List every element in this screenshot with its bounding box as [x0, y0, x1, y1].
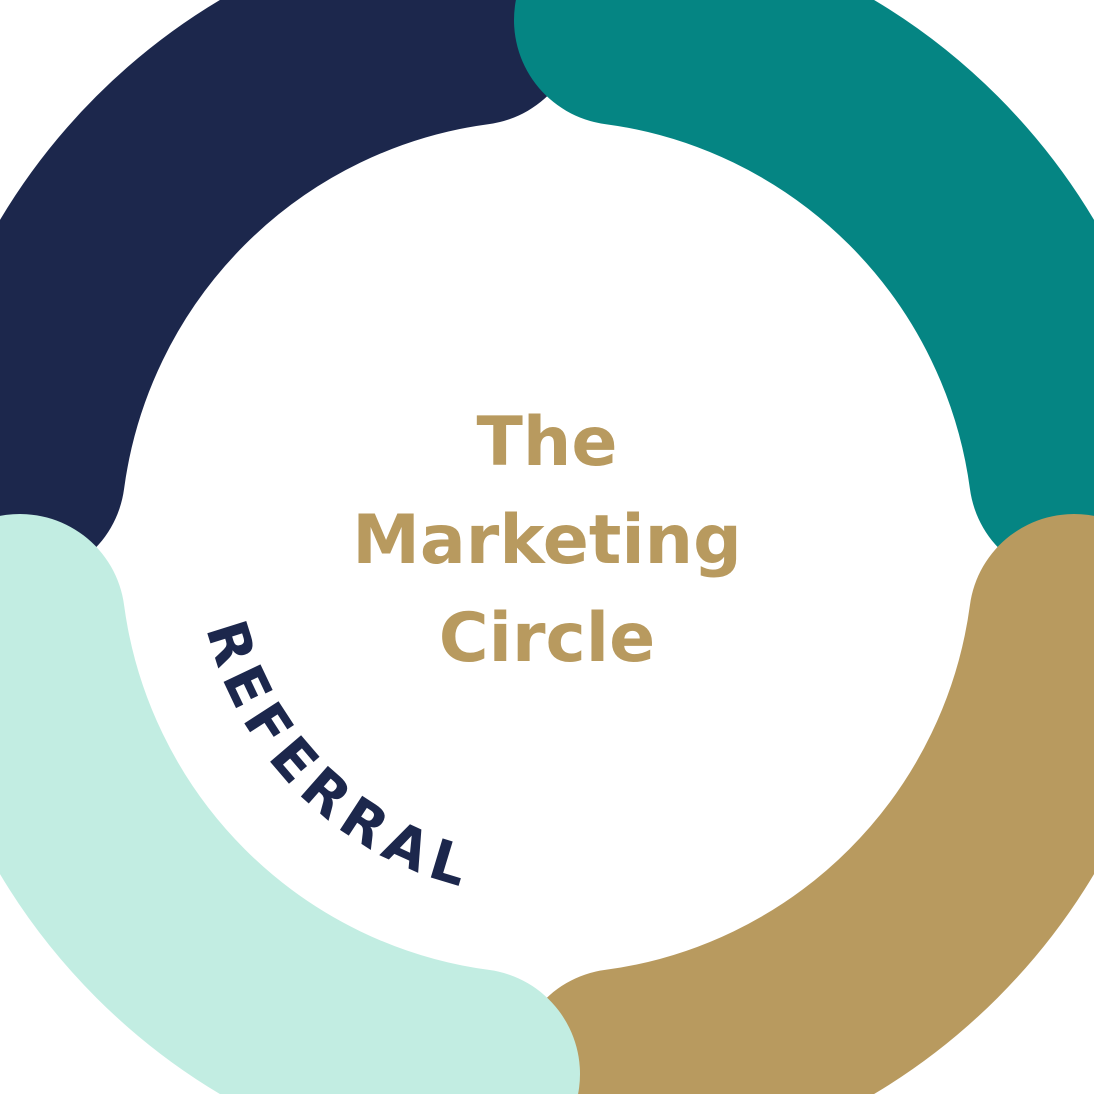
segment-referral: [0, 514, 580, 1094]
title-line-1: The: [477, 403, 618, 482]
center-title: The Marketing Circle: [352, 403, 742, 678]
segment-nurture: [514, 0, 1094, 580]
segment-attention: [0, 0, 580, 580]
title-line-2: Marketing: [352, 501, 742, 580]
title-line-3: Circle: [439, 599, 655, 678]
segment-retain: [514, 514, 1094, 1094]
